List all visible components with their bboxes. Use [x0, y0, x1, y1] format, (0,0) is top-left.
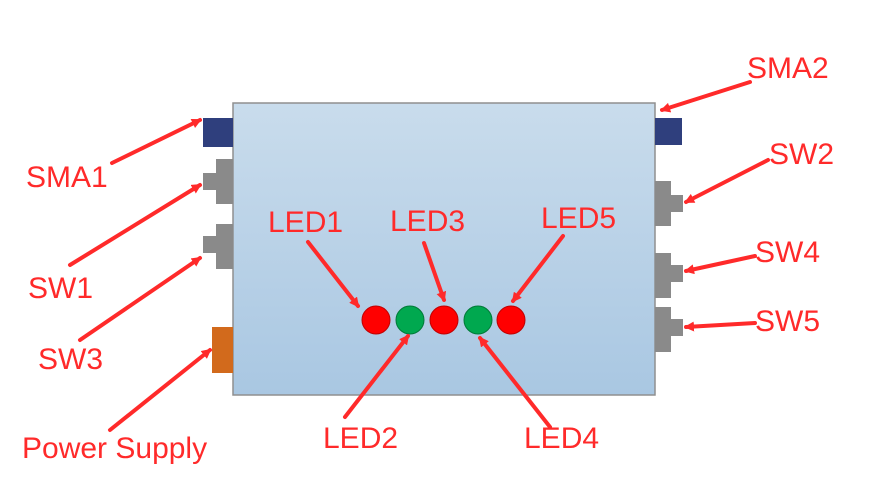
sw1-arrow	[68, 183, 202, 267]
power-supply-label: Power Supply	[22, 432, 208, 465]
led4-indicator	[463, 305, 493, 335]
led5-arrow	[511, 234, 565, 303]
sw2-switch	[655, 181, 683, 226]
sw2-arrow	[684, 158, 770, 204]
led4-label: LED4	[524, 422, 600, 455]
power-supply-connector	[212, 327, 233, 373]
led3-label: LED3	[390, 205, 466, 238]
sw3-label: SW3	[38, 343, 104, 376]
sma2-arrow	[660, 80, 752, 113]
sw1-switch	[203, 159, 233, 204]
led3-indicator	[429, 305, 459, 335]
sma1-connector	[203, 118, 233, 147]
sw5-arrow	[684, 321, 757, 332]
led4-arrow	[478, 336, 552, 429]
sma1-label: SMA1	[26, 161, 108, 194]
sw5-switch	[655, 307, 683, 352]
board	[232, 102, 656, 396]
sma2-connector	[655, 118, 682, 145]
sw1-label: SW1	[28, 272, 94, 305]
led1-arrow	[306, 240, 360, 308]
led2-label: LED2	[323, 422, 399, 455]
sw3-switch	[203, 224, 233, 269]
sma2-label: SMA2	[747, 52, 829, 85]
sw3-arrow	[78, 256, 202, 342]
sw4-arrow	[684, 254, 757, 275]
led5-indicator	[496, 305, 526, 335]
sw4-switch	[655, 253, 683, 298]
led2-arrow	[343, 334, 410, 419]
sw2-label: SW2	[769, 138, 835, 171]
led5-label: LED5	[541, 202, 617, 235]
power-supply-arrow	[108, 348, 212, 432]
sma1-arrow	[110, 118, 202, 165]
led2-indicator	[395, 305, 425, 335]
sw5-label: SW5	[755, 305, 821, 338]
sw4-label: SW4	[755, 236, 821, 269]
led1-indicator	[361, 305, 391, 335]
led1-label: LED1	[268, 206, 344, 239]
led3-arrow	[422, 241, 447, 302]
